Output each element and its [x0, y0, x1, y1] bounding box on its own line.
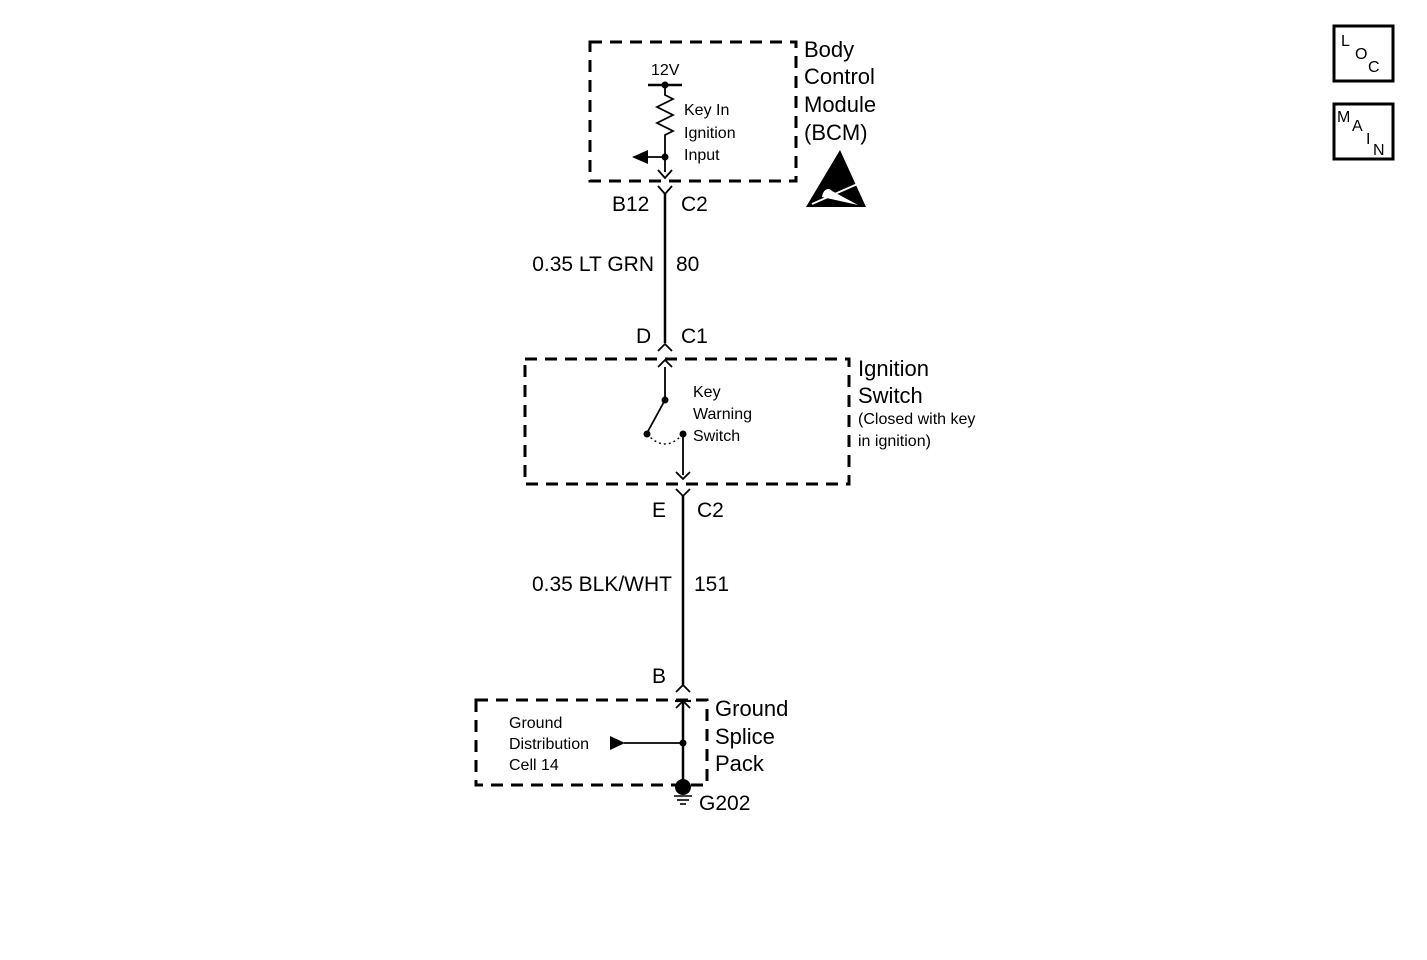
resistor-icon — [654, 85, 676, 172]
splice-name-line-3: Pack — [715, 751, 765, 776]
loc-letter-1: L — [1341, 33, 1350, 50]
bcm-input-line-3: Input — [684, 147, 720, 164]
connector-male-icon — [657, 342, 673, 352]
ground-label: G202 — [699, 792, 750, 815]
bcm-box — [588, 40, 798, 183]
connector-female-icon — [657, 169, 673, 180]
main-letter-1: M — [1337, 109, 1350, 126]
input-arrow-icon — [632, 150, 648, 164]
wire-upper-gauge-color: 0.35 LT GRN — [532, 253, 654, 276]
splice-name-line-2: Splice — [715, 724, 775, 749]
main-letter-2: A — [1352, 118, 1363, 135]
main-button[interactable]: M A I N — [1332, 102, 1395, 161]
switch-mechanical-link — [646, 433, 684, 445]
bcm-name-line-3: Module — [804, 92, 876, 117]
bcm-name-line-4: (BCM) — [804, 120, 868, 145]
main-button-frame[interactable] — [1332, 102, 1395, 161]
bcm-component: Body Control Module (BCM) 12V Key In Ign… — [588, 37, 876, 207]
ignition-pin-top: D — [636, 325, 651, 348]
wire-lower: 0.35 BLK/WHT 151 — [532, 496, 729, 686]
ignition-note-line-2: in ignition) — [858, 433, 931, 450]
ignition-name-line-2: Switch — [858, 383, 923, 408]
splice-name-line-1: Ground — [715, 696, 788, 721]
ground-splice-component: B Ground Splice Pack Ground Distribution… — [474, 665, 788, 815]
ignition-pin-bottom: E — [652, 499, 666, 522]
ignition-connector-top: C1 — [681, 325, 708, 348]
switch-blade-icon — [646, 399, 666, 434]
ground-splice-box — [474, 698, 709, 787]
loc-button[interactable]: L O C — [1332, 24, 1395, 83]
loc-button-frame[interactable] — [1332, 24, 1395, 83]
splice-ref-line-2: Distribution — [509, 736, 589, 753]
bcm-input-line-2: Ignition — [684, 125, 736, 142]
ignition-switch-component: D C1 Ignition Switch (Closed with key in… — [523, 325, 975, 522]
loc-letter-2: O — [1355, 46, 1367, 63]
wire-upper: 0.35 LT GRN 80 — [532, 194, 699, 343]
bcm-pin-label: B12 — [612, 193, 649, 216]
connector-male-icon — [675, 683, 691, 693]
bcm-name-line-1: Body — [804, 37, 854, 62]
bcm-connector: B12 C2 — [612, 169, 708, 216]
ground-splice-pin: B — [652, 665, 666, 688]
switch-label-line-3: Switch — [693, 428, 740, 445]
main-letter-4: N — [1373, 142, 1385, 159]
splice-ref-line-1: Ground — [509, 715, 562, 732]
connector-female-icon — [675, 471, 691, 481]
bcm-name-line-2: Control — [804, 64, 875, 89]
connector-male-icon — [675, 488, 691, 498]
bcm-connector-label: C2 — [681, 193, 708, 216]
wire-lower-circuit: 151 — [694, 573, 729, 596]
ignition-name-line-1: Ignition — [858, 356, 929, 381]
ground-point-icon — [675, 779, 691, 795]
ignition-connector-bottom: C2 — [697, 499, 724, 522]
ignition-note-line-1: (Closed with key — [858, 411, 975, 428]
connector-male-icon — [657, 185, 673, 196]
main-letter-3: I — [1366, 131, 1370, 148]
supply-voltage-label: 12V — [651, 62, 680, 79]
ground-distribution-arrow-icon — [610, 736, 625, 750]
switch-label-line-2: Warning — [693, 406, 752, 423]
splice-ref-line-3: Cell 14 — [509, 757, 559, 774]
wire-lower-gauge-color: 0.35 BLK/WHT — [532, 573, 672, 596]
bcm-input-line-1: Key In — [684, 102, 729, 119]
loc-letter-3: C — [1368, 59, 1380, 76]
connector-female-icon — [657, 358, 673, 368]
switch-label-line-1: Key — [693, 384, 721, 401]
ignition-switch-box — [523, 357, 851, 486]
wire-upper-circuit: 80 — [676, 253, 699, 276]
esd-warning-icon — [806, 150, 866, 207]
